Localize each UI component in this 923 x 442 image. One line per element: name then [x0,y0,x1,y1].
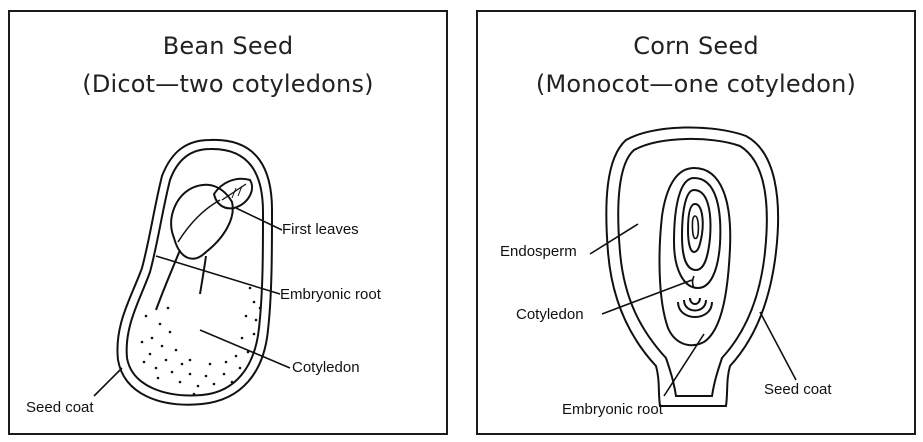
corn-seed-panel: Corn Seed (Monocot—one cotyledon) Endosp… [476,10,916,435]
bean-label-seed-coat: Seed coat [26,399,94,416]
corn-embryo-outline [660,168,731,345]
corn-label-endosperm: Endosperm [500,243,577,260]
corn-label-seed-coat: Seed coat [764,381,832,398]
corn-seed-diagram: Endosperm Cotyledon Embryonic root Seed … [478,12,914,433]
bean-label-embryonic-root: Embryonic root [280,286,382,303]
bean-seed-panel: Bean Seed (Dicot—two cotyledons) [8,10,448,435]
corn-label-embryonic-root: Embryonic root [562,401,664,418]
bean-seed-diagram: First leaves Embryonic root Cotyledon Se… [10,12,446,433]
bean-label-cotyledon: Cotyledon [292,359,360,376]
corn-label-cotyledon: Cotyledon [516,306,584,323]
bean-label-first-leaves: First leaves [282,221,359,238]
corn-seed-coat-outline [606,127,778,406]
bean-first-leaf-1 [171,185,233,259]
